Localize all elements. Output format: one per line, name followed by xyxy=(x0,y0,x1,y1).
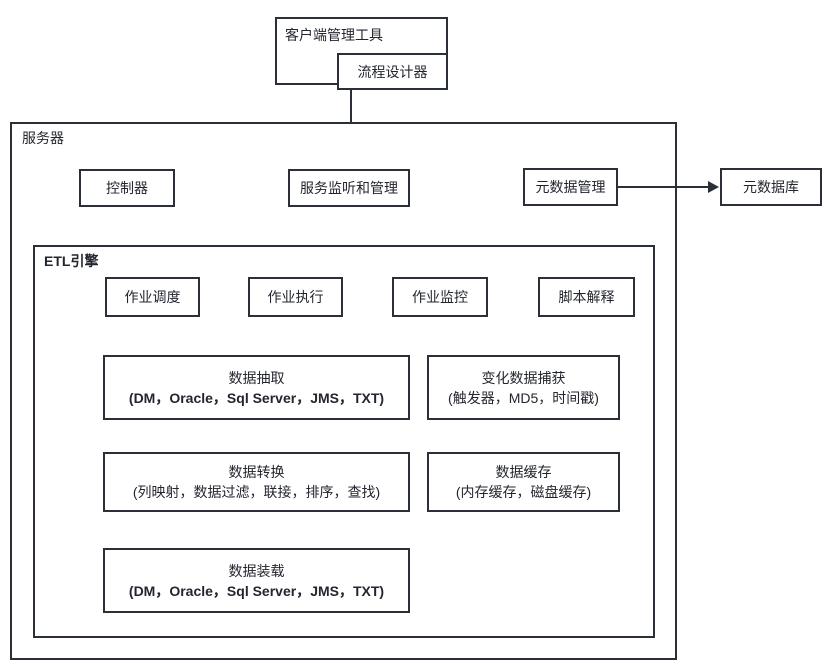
data-cache-detail: (内存缓存，磁盘缓存) xyxy=(455,484,592,500)
change-data-capture-title: 变化数据捕获 xyxy=(481,369,566,386)
data-loading-detail: (DM，Oracle，Sql Server，JMS，TXT) xyxy=(128,582,385,599)
data-transformation-detail: (列映射，数据过滤，联接，排序，查找) xyxy=(132,484,381,500)
script-interpretation-box: 脚本解释 xyxy=(538,277,635,317)
job-scheduling-label: 作业调度 xyxy=(124,289,181,305)
etl-engine-label: ETL引擎 xyxy=(44,253,99,269)
metadata-database-box: 元数据库 xyxy=(720,168,822,206)
job-monitoring-box: 作业监控 xyxy=(392,277,488,317)
arrow-metadata-to-db-line xyxy=(618,186,711,188)
job-execution-box: 作业执行 xyxy=(248,277,343,317)
data-loading-title: 数据装载 xyxy=(228,562,285,579)
service-monitor-label: 服务监听和管理 xyxy=(300,180,398,196)
data-loading-box: 数据装载 (DM，Oracle，Sql Server，JMS，TXT) xyxy=(103,548,410,613)
data-extraction-detail: (DM，Oracle，Sql Server，JMS，TXT) xyxy=(128,389,385,406)
process-designer-label: 流程设计器 xyxy=(357,63,428,80)
controller-label: 控制器 xyxy=(106,180,148,196)
server-label: 服务器 xyxy=(22,130,64,146)
process-designer-box: 流程设计器 xyxy=(337,53,448,90)
metadata-management-box: 元数据管理 xyxy=(523,168,618,206)
job-execution-label: 作业执行 xyxy=(267,289,324,305)
change-data-capture-box: 变化数据捕获 (触发器，MD5，时间戳) xyxy=(427,355,620,420)
data-extraction-box: 数据抽取 (DM，Oracle，Sql Server，JMS，TXT) xyxy=(103,355,410,420)
change-data-capture-detail: (触发器，MD5，时间戳) xyxy=(448,389,599,406)
data-cache-box: 数据缓存 (内存缓存，磁盘缓存) xyxy=(427,452,620,512)
client-management-tool-label: 客户端管理工具 xyxy=(285,27,383,43)
controller-box: 控制器 xyxy=(79,169,175,207)
service-monitor-box: 服务监听和管理 xyxy=(288,169,410,207)
metadata-database-label: 元数据库 xyxy=(743,179,799,195)
script-interpretation-label: 脚本解释 xyxy=(558,289,615,305)
metadata-management-label: 元数据管理 xyxy=(535,179,606,195)
data-transformation-title: 数据转换 xyxy=(228,464,285,480)
job-monitoring-label: 作业监控 xyxy=(412,289,468,305)
arrow-metadata-to-db-head-icon xyxy=(708,181,719,193)
data-extraction-title: 数据抽取 xyxy=(228,369,285,386)
data-cache-title: 数据缓存 xyxy=(495,464,552,480)
job-scheduling-box: 作业调度 xyxy=(105,277,200,317)
data-transformation-box: 数据转换 (列映射，数据过滤，联接，排序，查找) xyxy=(103,452,410,512)
